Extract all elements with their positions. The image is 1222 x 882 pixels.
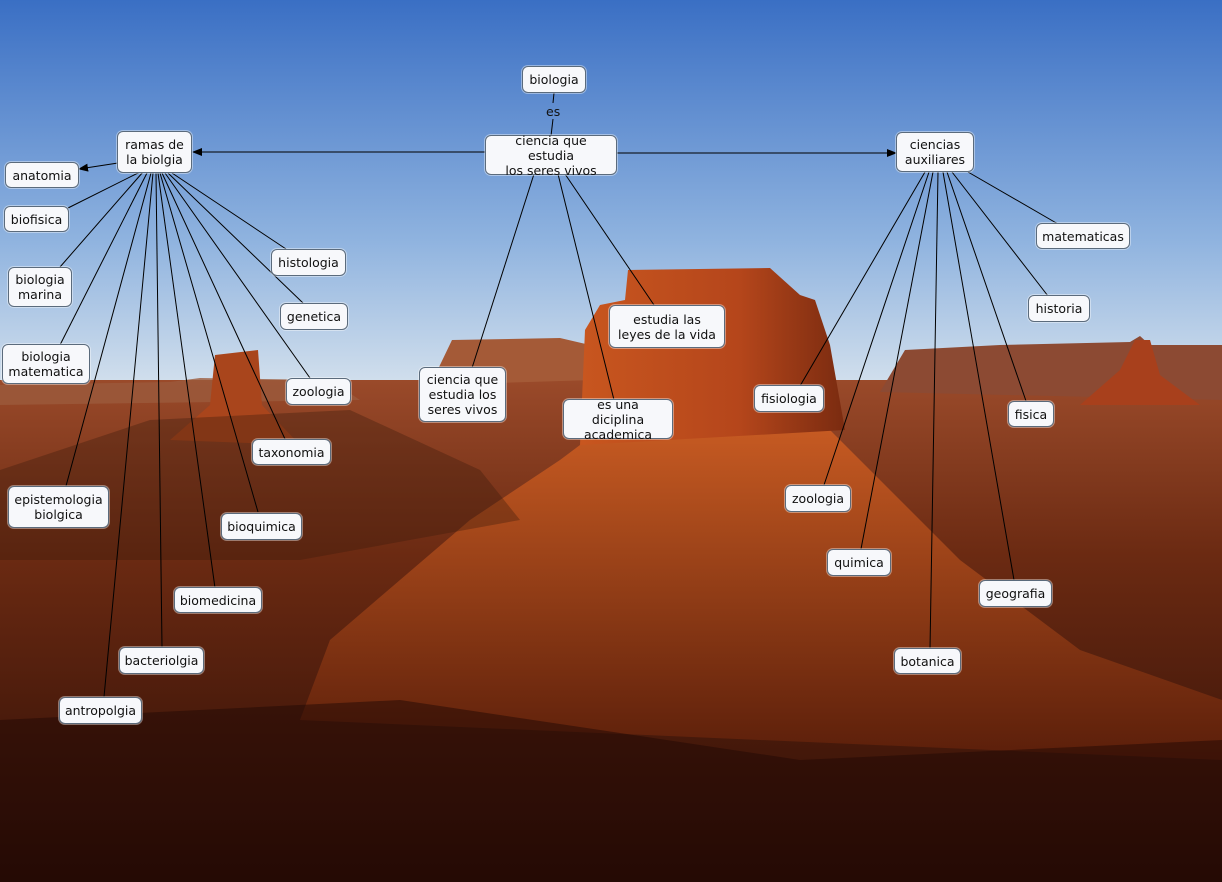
node-botanica[interactable]: botanica: [894, 648, 961, 674]
node-bioquimica[interactable]: bioquimica: [221, 513, 302, 540]
link-ramas-genetica: [167, 172, 304, 304]
link-biologia-es: [552, 92, 555, 104]
node-fisica[interactable]: fisica: [1008, 401, 1054, 427]
node-antropolgia[interactable]: antropolgia: [59, 697, 142, 724]
node-biomedicina[interactable]: biomedicina: [174, 587, 262, 613]
node-ramas-de-la-biolgia[interactable]: ramas de la biolgia: [117, 131, 192, 173]
node-ciencia-sub[interactable]: ciencia que estudia los seres vivos: [419, 367, 506, 422]
node-quimica[interactable]: quimica: [827, 549, 891, 576]
left-butte: [170, 350, 300, 445]
node-zoologia-left[interactable]: zoologia: [286, 378, 351, 405]
link-ramas-zoologia: [164, 172, 311, 379]
node-es-una-diciplina-academica[interactable]: es una diciplina academica: [563, 397, 673, 442]
link-ramas-bioquimica: [159, 172, 259, 513]
foreground-shadow: [0, 700, 1222, 882]
link-ramas-antropolgia: [103, 172, 154, 698]
link-es-ciencia: [550, 118, 554, 137]
link-ramas-epistemologia: [65, 172, 152, 487]
node-historia[interactable]: historia: [1028, 295, 1090, 322]
node-estudia-las-leyes[interactable]: estudia las leyes de la vida: [609, 305, 725, 348]
link-aux-botanica: [929, 171, 939, 650]
link-ramas-biomedicina: [157, 172, 216, 589]
link-ramas-biologia-marina: [59, 171, 144, 268]
node-taxonomia[interactable]: taxonomia: [252, 439, 331, 465]
link-aux-matematicas: [967, 171, 1059, 225]
node-biologia-marina[interactable]: biologia marina: [8, 267, 72, 307]
link-aux-quimica: [860, 171, 934, 550]
link-aux-geografia: [942, 171, 1015, 581]
link-ciencia-leyes: [564, 173, 655, 306]
shadow-left: [0, 410, 520, 560]
right-butte: [1080, 340, 1200, 405]
link-ramas-biofisica: [67, 171, 141, 209]
link-ramas-anatomia: [78, 162, 119, 172]
node-biofisica[interactable]: biofisica: [4, 206, 69, 232]
link-aux-fisiologia: [799, 171, 926, 387]
link-ramas-taxonomia: [161, 172, 286, 440]
node-geografia[interactable]: geografia: [979, 580, 1052, 607]
link-label-es: es: [546, 104, 561, 119]
link-aux-zoologia: [823, 171, 930, 486]
link-ciencia-diciplina: [557, 173, 615, 401]
node-matematicas[interactable]: matematicas: [1036, 223, 1130, 249]
node-anatomia[interactable]: anatomia: [5, 162, 79, 188]
node-bacteriolgia[interactable]: bacteriolgia: [119, 647, 204, 674]
node-fisiologia[interactable]: fisiologia: [754, 385, 824, 412]
link-aux-fisica: [946, 171, 1027, 402]
link-ciencia-sub: [471, 173, 535, 369]
link-ramas-biologia-matematica: [59, 172, 148, 346]
node-epistemologia-biolgica[interactable]: epistemologia biolgica: [8, 486, 109, 528]
node-biologia[interactable]: biologia: [522, 66, 586, 93]
node-biologia-matematica[interactable]: biologia matematica: [2, 344, 90, 384]
node-histologia[interactable]: histologia: [271, 249, 346, 276]
node-ciencia-que-estudia[interactable]: ciencia que estudia los seres vivos: [485, 133, 617, 178]
link-ramas-histologia: [171, 172, 287, 250]
node-ciencias-auxiliares[interactable]: ciencias auxiliares: [896, 132, 974, 172]
link-ramas-bacteriolgia: [155, 172, 163, 648]
main-butte-skirt: [300, 430, 1222, 760]
node-genetica[interactable]: genetica: [280, 303, 348, 330]
link-aux-historia: [951, 171, 1049, 297]
node-zoologia-right[interactable]: zoologia: [785, 485, 851, 512]
